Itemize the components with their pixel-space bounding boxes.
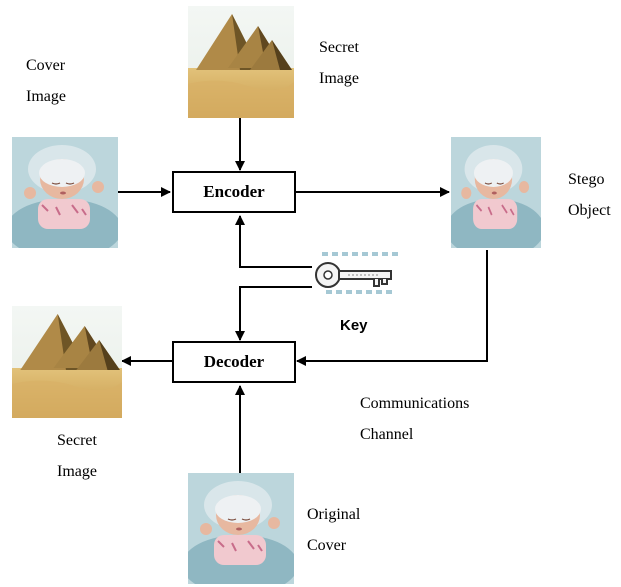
key-icon (312, 248, 406, 298)
stego-object-baby (451, 137, 541, 248)
encoder-label: Encoder (203, 182, 265, 201)
decoder-label: Decoder (203, 352, 265, 371)
recovered-secret-pyramids (12, 306, 122, 418)
baby-icon (188, 473, 294, 584)
pyramids-icon (12, 306, 122, 418)
baby-icon (12, 137, 118, 248)
decoder-box: Decoder (172, 341, 296, 383)
encoder-box: Encoder (172, 171, 296, 213)
communications-channel-label: Communications Channel (360, 395, 470, 443)
arrow-channel-to-decoder (296, 250, 488, 366)
cover-image-baby (12, 137, 118, 248)
secret-image-pyramids (188, 6, 294, 118)
key-label: Key (340, 317, 368, 334)
key-image (312, 248, 406, 298)
original-cover-baby (188, 473, 294, 584)
stego-object-label: Stego Object (568, 171, 611, 219)
baby-icon (451, 137, 541, 248)
arrow-key-to-decoder (235, 286, 312, 341)
pyramids-icon (188, 6, 294, 118)
cover-image-label: Cover Image (26, 57, 66, 105)
arrow-key-to-encoder (235, 215, 312, 268)
original-cover-label: Original Cover (307, 506, 361, 554)
secret-image-top-label: Secret Image (319, 39, 359, 87)
secret-image-bottom-label: Secret Image (57, 432, 97, 480)
